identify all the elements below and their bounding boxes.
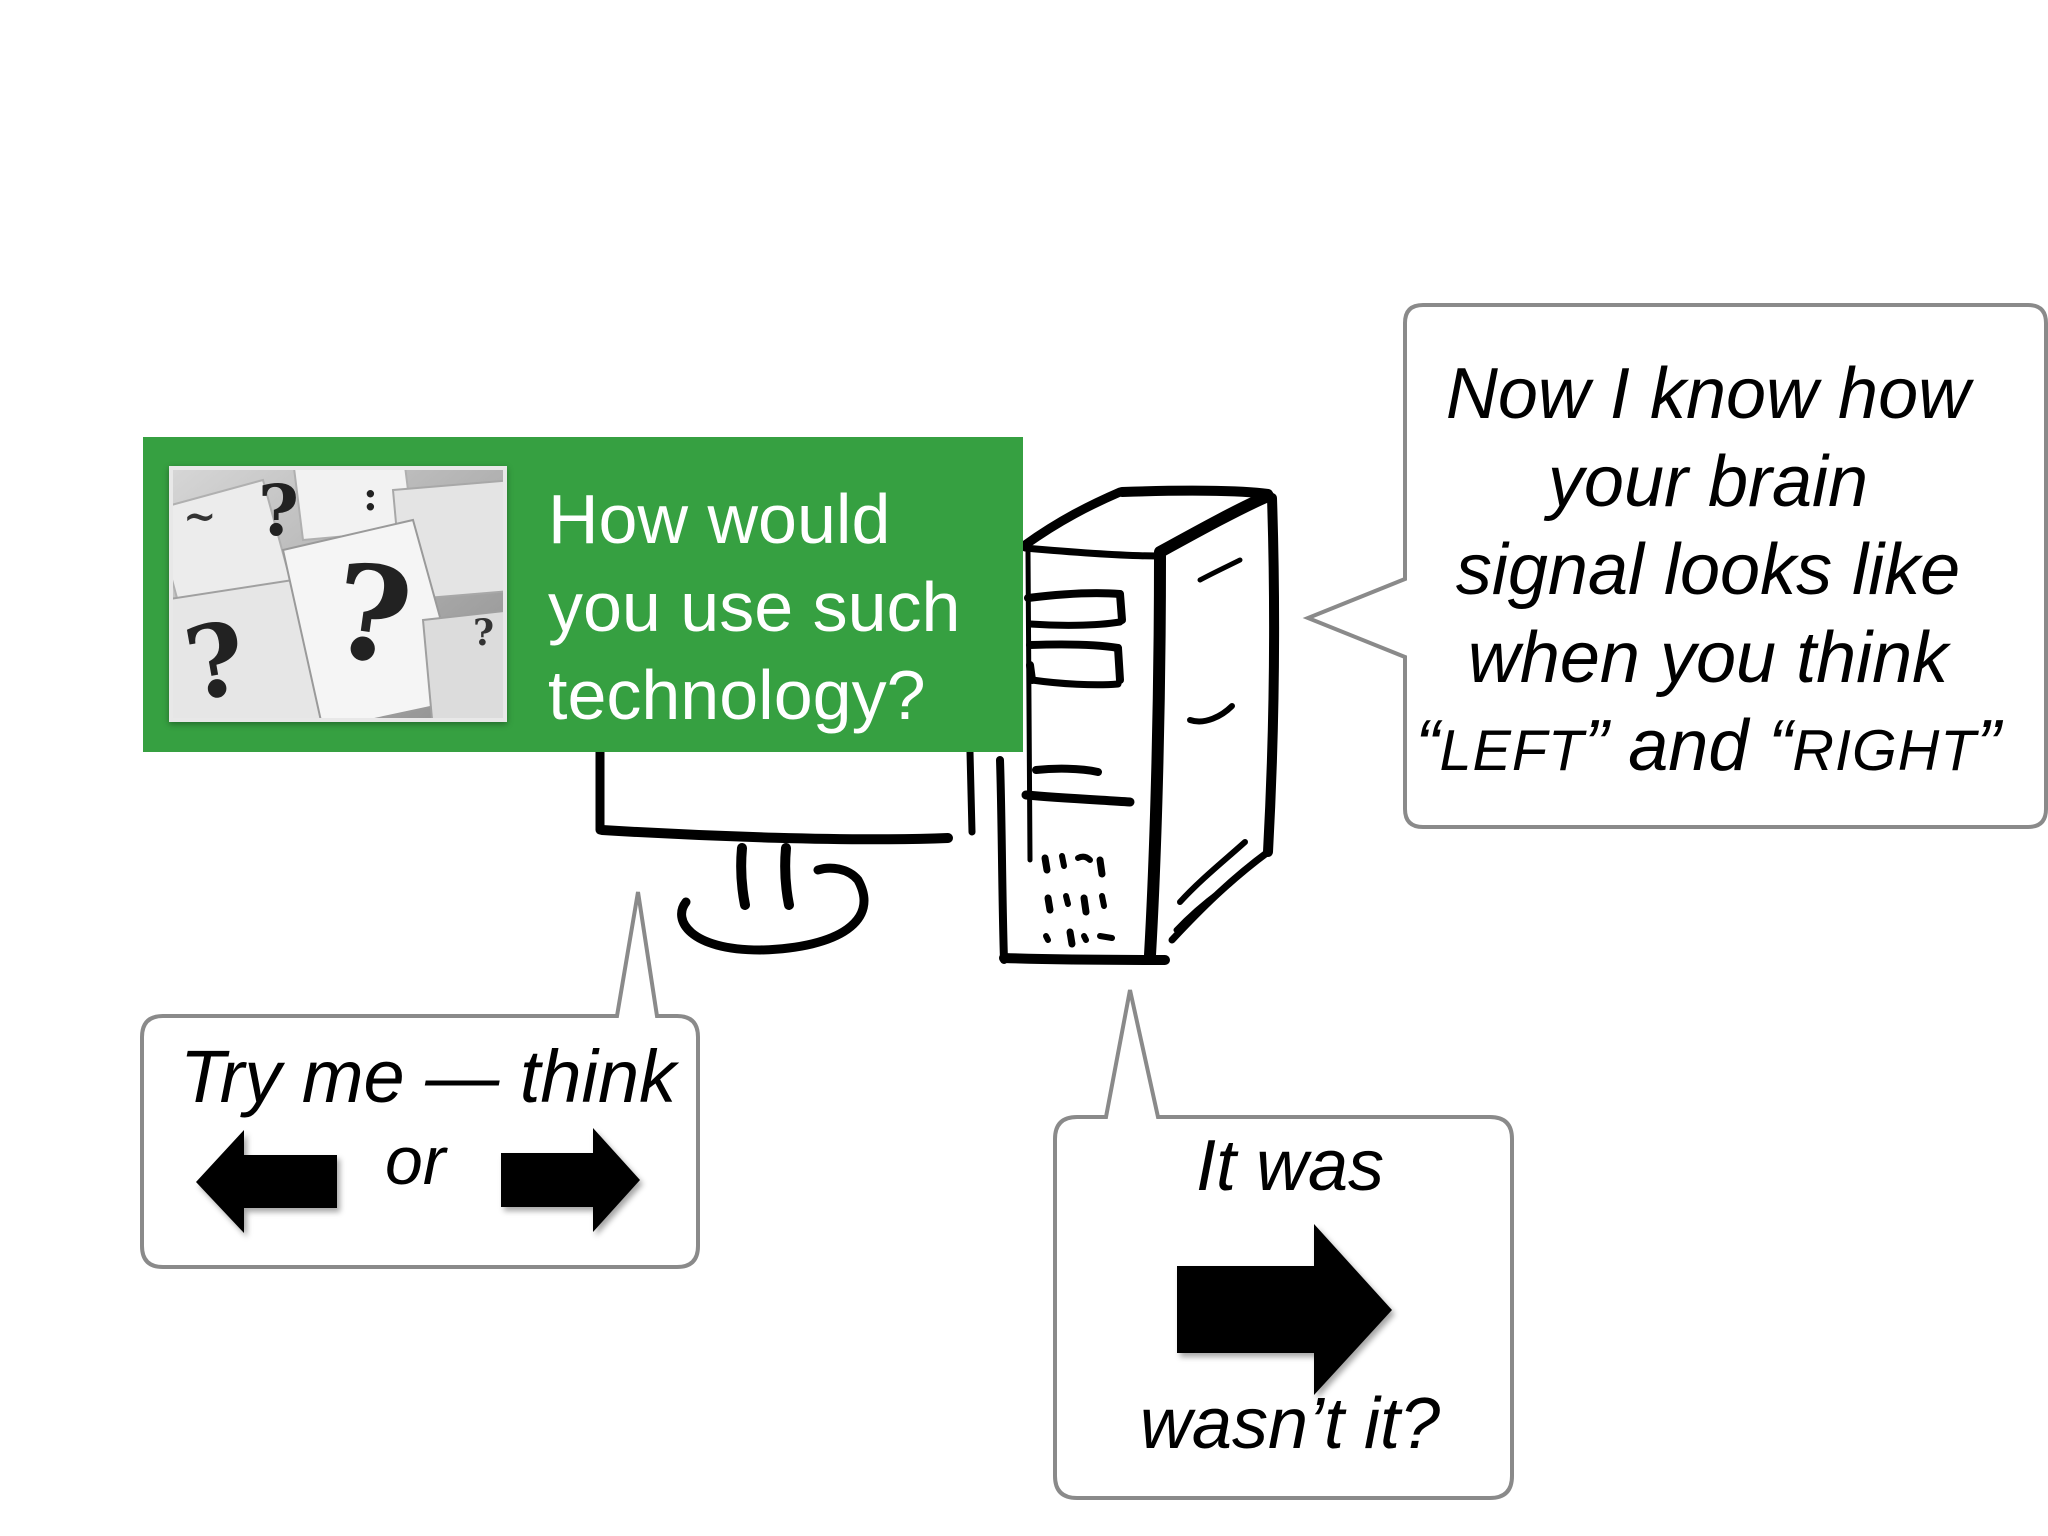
computer-bubble-text: Now I know how your brain signal looks l… [1388,350,2028,795]
try-bubble-text: Try me — think [180,1035,677,1118]
computer-bubble-line: signal looks like [1455,530,1961,610]
result-bubble-text-top: It was [1195,1126,1385,1206]
computer-bubble-line: Now I know how [1445,354,1971,434]
open-quote: “ [1415,706,1440,786]
close-quote: ” [1976,706,2001,786]
question-marks-photo-icon: ? : ? ? ~ ? [169,466,507,722]
left-arrow-icon [196,1130,337,1233]
try-bubble-or: or [385,1123,446,1199]
result-right-arrow-icon [1177,1224,1392,1395]
question-banner: ? : ? ? ~ ? How would you use such techn… [143,437,1023,752]
open-quote: “ [1768,706,1793,786]
result-bubble-text-bottom: wasn’t it? [1139,1384,1441,1464]
right-arrow-icon [501,1128,640,1232]
right-word: RIGHT [1792,719,1977,783]
and-word: and [1608,706,1769,786]
svg-text:?: ? [473,612,494,654]
result-speech-bubble [1053,989,1514,1500]
monitor-sketch [595,747,976,955]
question-text: How would you use such technology? [548,475,1008,739]
svg-text::: : [363,473,378,520]
computer-bubble-line-left-right: “LEFT” and “RIGHT” [1388,702,2028,795]
svg-text:?: ? [258,470,299,552]
question-line: you use such [548,568,961,646]
computer-bubble-line: when you think [1467,618,1949,698]
svg-text:~: ~ [183,493,217,540]
computer-tower-sketch [996,485,1280,965]
left-word: LEFT [1439,719,1585,783]
computer-speech-bubble [1302,303,2048,829]
computer-bubble-line: your brain [1547,442,1869,522]
question-line: How would [548,480,891,558]
close-quote: ” [1584,706,1609,786]
question-line: technology? [548,656,926,734]
